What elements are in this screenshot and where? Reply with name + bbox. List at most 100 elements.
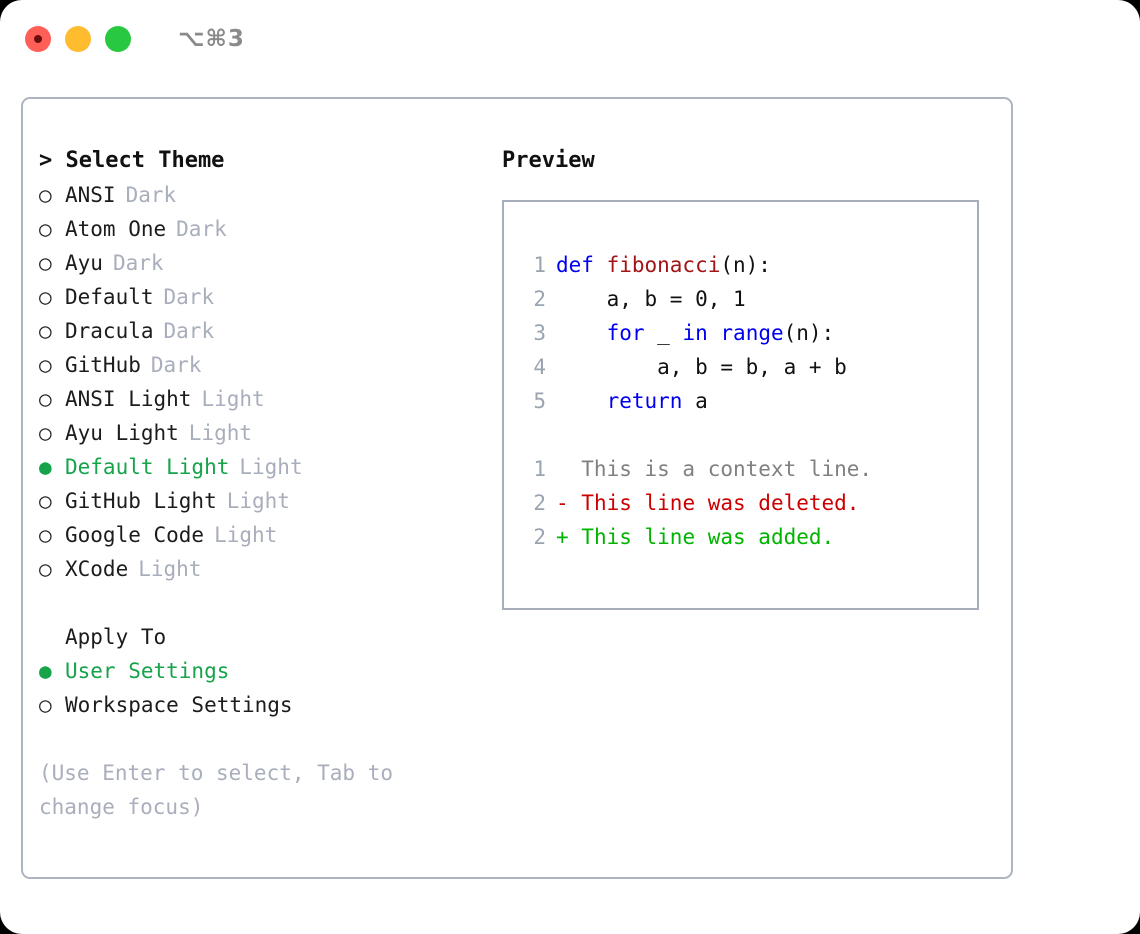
radio-marker-icon[interactable]: ○ <box>39 489 52 513</box>
radio-marker-icon[interactable]: ○ <box>39 319 52 343</box>
line-number: 3 <box>533 321 546 345</box>
code-token: a, b = b, a + b <box>556 355 847 379</box>
code-line: 4 a, b = b, a + b <box>522 350 977 384</box>
theme-label: GitHub <box>65 353 141 377</box>
theme-category: Light <box>188 421 253 445</box>
radio-marker-icon[interactable]: ○ <box>39 523 52 547</box>
radio-marker-icon[interactable]: ○ <box>39 421 52 445</box>
theme-selection-column: > Select Theme ○ ANSI Dark ○ Atom One Da… <box>39 144 479 824</box>
theme-category: Light <box>214 523 278 547</box>
code-token: _ <box>644 321 683 345</box>
code-token: fibonacci <box>606 253 721 277</box>
window-controls <box>25 26 131 52</box>
theme-list-item[interactable]: ○ XCode Light <box>39 552 479 586</box>
theme-list-item[interactable]: ○ Default Dark <box>39 280 479 314</box>
apply-to-list[interactable]: ● User Settings ○ Workspace Settings <box>39 654 479 722</box>
maximize-window-icon[interactable] <box>105 26 131 52</box>
radio-marker-icon[interactable]: ○ <box>39 251 52 275</box>
line-number: 1 <box>533 457 546 481</box>
diff-line-context: 1 This is a context line. <box>522 452 977 486</box>
theme-list-item[interactable]: ○ GitHub Light Light <box>39 484 479 518</box>
code-line: 2 a, b = 0, 1 <box>522 282 977 316</box>
theme-label: XCode <box>65 557 129 581</box>
diff-text: This is a context line. <box>556 457 873 481</box>
theme-list-item[interactable]: ○ Ayu Dark <box>39 246 479 280</box>
code-token <box>708 316 721 350</box>
radio-marker-icon[interactable]: ○ <box>39 387 52 411</box>
code-token: a <box>682 389 708 413</box>
theme-picker-panel: > Select Theme ○ ANSI Dark ○ Atom One Da… <box>21 97 1013 879</box>
theme-category: Dark <box>150 353 202 377</box>
theme-list-item[interactable]: ○ GitHub Dark <box>39 348 479 382</box>
line-number: 2 <box>533 525 546 549</box>
code-line: 5 return a <box>522 384 977 418</box>
radio-marker-icon[interactable]: ● <box>39 659 52 683</box>
apply-to-item-selected[interactable]: ● User Settings <box>39 654 479 688</box>
code-token: a, b = 0, 1 <box>556 287 746 311</box>
theme-label: Dracula <box>65 319 154 343</box>
theme-category: Light <box>239 455 303 479</box>
code-token: range <box>720 321 784 345</box>
minimize-window-icon[interactable] <box>65 26 91 52</box>
code-token: def <box>556 253 607 277</box>
close-window-icon[interactable] <box>25 26 51 52</box>
diff-text: This line was added. <box>568 525 835 549</box>
theme-list-item[interactable]: ○ Ayu Light Light <box>39 416 479 450</box>
theme-category: Dark <box>163 319 215 343</box>
radio-marker-icon[interactable]: ○ <box>39 285 52 309</box>
theme-list-item[interactable]: ○ Atom One Dark <box>39 212 479 246</box>
theme-category: Dark <box>176 217 227 241</box>
keyboard-shortcut-label: ⌥⌘3 <box>178 25 245 52</box>
theme-label: ANSI Light <box>65 387 192 411</box>
theme-category: Dark <box>112 251 164 275</box>
theme-category: Light <box>226 489 290 513</box>
line-number: 2 <box>533 287 546 311</box>
theme-label: Ayu <box>65 251 103 275</box>
theme-label: Google Code <box>65 523 205 547</box>
theme-list-item-selected[interactable]: ● Default Light Light <box>39 450 479 484</box>
code-token: in <box>682 321 708 345</box>
diff-line-added: 2 + This line was added. <box>522 520 977 554</box>
radio-marker-icon[interactable]: ○ <box>39 693 52 717</box>
diff-text: This line was deleted. <box>568 491 860 515</box>
diff-line-deleted: 2 - This line was deleted. <box>522 486 977 520</box>
apply-to-item[interactable]: ○ Workspace Settings <box>39 688 479 722</box>
radio-marker-icon[interactable]: ● <box>39 455 52 479</box>
line-number: 1 <box>533 253 546 277</box>
code-token <box>556 316 607 350</box>
code-token: for <box>606 321 645 345</box>
diff-sign: + <box>556 525 569 549</box>
theme-label: ANSI <box>65 183 116 207</box>
code-token <box>556 384 607 418</box>
code-line: 1 def fibonacci (n): <box>522 248 977 282</box>
code-line: 3 for _ in range (n): <box>522 316 977 350</box>
code-token: (n): <box>720 253 771 277</box>
theme-label: Atom One <box>65 217 167 241</box>
select-theme-heading: > Select Theme <box>39 148 225 173</box>
apply-to-heading: Apply To <box>65 625 167 649</box>
theme-list-item[interactable]: ○ ANSI Light Light <box>39 382 479 416</box>
theme-label: Default <box>65 285 154 309</box>
radio-marker-icon[interactable]: ○ <box>39 217 52 241</box>
apply-to-label: Workspace Settings <box>65 693 293 717</box>
line-number: 5 <box>533 389 546 413</box>
radio-marker-icon[interactable]: ○ <box>39 353 52 377</box>
code-blank-line <box>522 418 977 452</box>
theme-category: Light <box>201 387 265 411</box>
diff-sign: - <box>556 491 569 515</box>
preview-column: Preview 1 def fibonacci (n): 2 a, b = 0,… <box>502 144 992 610</box>
line-number: 2 <box>533 491 546 515</box>
line-number: 4 <box>533 355 546 379</box>
keyboard-hint-text: (Use Enter to select, Tab to change focu… <box>39 761 406 819</box>
radio-marker-icon[interactable]: ○ <box>39 183 52 207</box>
theme-list-item[interactable]: ○ ANSI Dark <box>39 178 479 212</box>
theme-list-item[interactable]: ○ Google Code Light <box>39 518 479 552</box>
preview-heading: Preview <box>502 148 595 173</box>
apply-to-label: User Settings <box>65 659 230 683</box>
radio-marker-icon[interactable]: ○ <box>39 557 52 581</box>
theme-list-item[interactable]: ○ Dracula Dark <box>39 314 479 348</box>
theme-list[interactable]: ○ ANSI Dark ○ Atom One Dark ○ Ayu Dark <box>39 178 479 586</box>
title-bar: ⌥⌘3 <box>0 0 1140 78</box>
theme-label: Default Light <box>65 455 230 479</box>
